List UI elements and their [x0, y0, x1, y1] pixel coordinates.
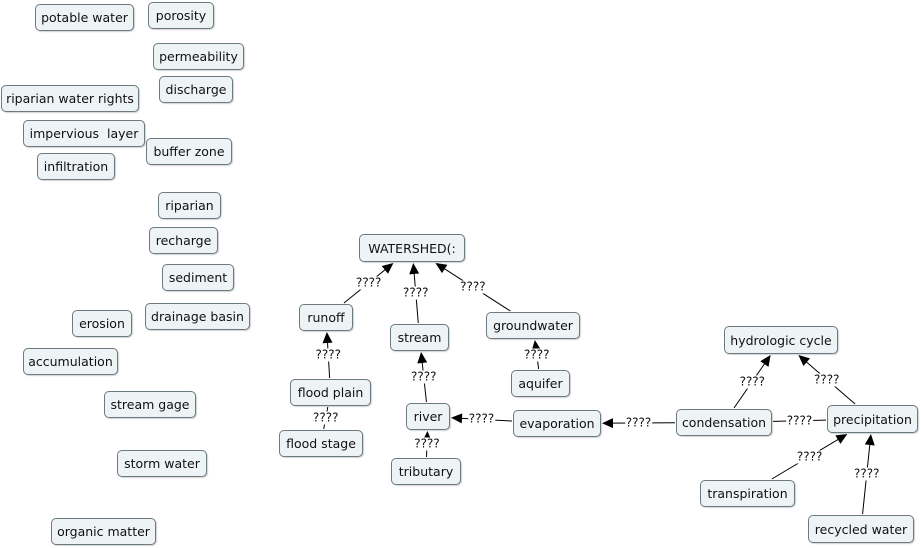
link-label: ????: [312, 410, 340, 425]
link-label: ????: [410, 369, 438, 384]
arrowhead-groundwater-watershed: [435, 263, 448, 274]
arrowhead-condensation-hydrologic_cycle: [760, 355, 771, 367]
link-label: ????: [314, 347, 342, 362]
link-label: ????: [413, 436, 441, 451]
concept-accumulation[interactable]: accumulation: [23, 348, 118, 375]
concept-groundwater[interactable]: groundwater: [486, 312, 580, 339]
concept-drainage-basin[interactable]: drainage basin: [145, 303, 250, 330]
arrowhead-flood_plain-runoff: [322, 332, 333, 344]
concept-stream-gage[interactable]: stream gage: [104, 391, 196, 418]
link-label: ????: [738, 374, 767, 388]
concept-recycled-water[interactable]: recycled water: [808, 515, 914, 543]
link-label: ????: [523, 347, 551, 361]
link-label: ????: [853, 466, 881, 481]
concept-permeability[interactable]: permeability: [153, 43, 244, 70]
concept-flood-plain[interactable]: flood plain: [290, 379, 371, 406]
concept-infiltration[interactable]: infiltration: [37, 153, 115, 180]
concept-sediment[interactable]: sediment: [162, 264, 234, 291]
link-label: ????: [467, 411, 496, 426]
arrowhead-condensation-evaporation: [602, 418, 614, 429]
concept-aquifer[interactable]: aquifer: [511, 370, 570, 397]
concept-recharge[interactable]: recharge: [149, 227, 218, 254]
link-label: ????: [354, 275, 383, 290]
arrowhead-evaporation-river: [451, 413, 463, 424]
concept-impervious-layer[interactable]: impervious layer: [23, 120, 145, 147]
concept-riparian-water-rights[interactable]: riparian water rights: [1, 85, 139, 112]
concept-buffer-zone[interactable]: buffer zone: [146, 138, 232, 165]
concept-river[interactable]: river: [406, 403, 450, 430]
concept-condensation[interactable]: condensation: [676, 409, 772, 436]
concept-flood-stage[interactable]: flood stage: [279, 430, 363, 457]
concept-stream[interactable]: stream: [390, 324, 449, 351]
link-label: ????: [402, 285, 430, 300]
concept-storm-water[interactable]: storm water: [117, 450, 207, 477]
link-label: ????: [459, 279, 487, 294]
concept-hydrologic-cycle[interactable]: hydrologic cycle: [724, 326, 838, 354]
concept-discharge[interactable]: discharge: [159, 76, 233, 103]
concept-tributary[interactable]: tributary: [391, 458, 461, 485]
concept-precipitation[interactable]: precipitation: [827, 405, 918, 433]
concept-watershed[interactable]: WATERSHED(:: [359, 234, 465, 262]
arrowhead-transpiration-precipitation: [835, 434, 848, 444]
link-label: ????: [624, 415, 653, 430]
link-label: ????: [795, 449, 824, 463]
link-label: ????: [785, 413, 814, 428]
concept-runoff[interactable]: runoff: [299, 304, 353, 331]
arrowhead-river-stream: [417, 352, 428, 364]
concept-organic-matter[interactable]: organic matter: [51, 518, 156, 545]
concept-riparian[interactable]: riparian: [158, 192, 221, 219]
arrowhead-precipitation-hydrologic_cycle: [798, 355, 810, 366]
concept-evaporation[interactable]: evaporation: [513, 410, 601, 437]
link-label: ????: [813, 372, 841, 386]
concept-potable-water[interactable]: potable water: [35, 4, 134, 31]
arrowhead-runoff-watershed: [381, 263, 394, 274]
concept-erosion[interactable]: erosion: [72, 310, 132, 337]
concept-transpiration[interactable]: transpiration: [700, 480, 795, 507]
concept-porosity[interactable]: porosity: [148, 2, 214, 29]
arrowhead-recycled_water-precipitation: [864, 434, 875, 446]
arrowhead-stream-watershed: [409, 263, 420, 275]
